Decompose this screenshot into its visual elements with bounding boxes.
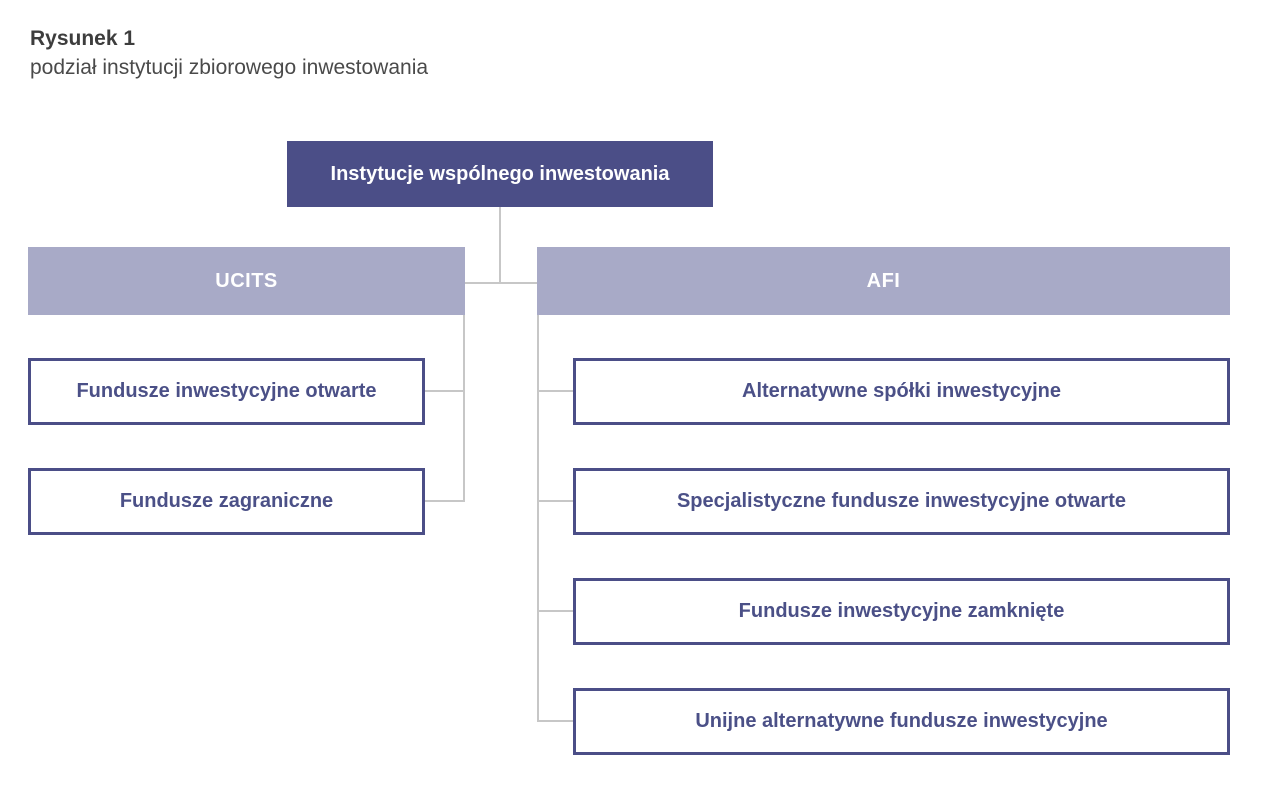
connector-ucits-stub-1	[425, 390, 465, 392]
diagram-root-node: Instytucje wspólnego inwestowania	[287, 141, 713, 207]
connector-ucits-trunk	[463, 315, 465, 502]
connector-afi-stub-3	[537, 610, 573, 612]
connector-root-vertical	[499, 207, 501, 283]
leaf-node-fundusze-inwestycyjne-zamkniete: Fundusze inwestycyjne zamknięte	[573, 578, 1230, 645]
branch-header-afi: AFI	[537, 247, 1230, 315]
leaf-node-alternatywne-spolki-inwestycyjne: Alternatywne spółki inwestycyjne	[573, 358, 1230, 425]
connector-ucits-stub-2	[425, 500, 465, 502]
connector-afi-trunk	[537, 315, 539, 722]
connector-afi-stub-2	[537, 500, 573, 502]
connector-afi-stub-4	[537, 720, 573, 722]
leaf-node-fundusze-zagraniczne: Fundusze zagraniczne	[28, 468, 425, 535]
leaf-node-unijne-alternatywne-fundusze-inwestycyjne: Unijne alternatywne fundusze inwestycyjn…	[573, 688, 1230, 755]
connector-afi-stub-1	[537, 390, 573, 392]
leaf-node-fundusze-inwestycyjne-otwarte: Fundusze inwestycyjne otwarte	[28, 358, 425, 425]
leaf-node-specjalistyczne-fundusze-inwestycyjne-otwarte: Specjalistyczne fundusze inwestycyjne ot…	[573, 468, 1230, 535]
figure-label: Rysunek 1	[30, 27, 136, 50]
connector-branch-bridge	[465, 282, 537, 284]
figure-caption: podział instytucji zbiorowego inwestowan…	[30, 56, 429, 79]
branch-header-ucits: UCITS	[28, 247, 465, 315]
